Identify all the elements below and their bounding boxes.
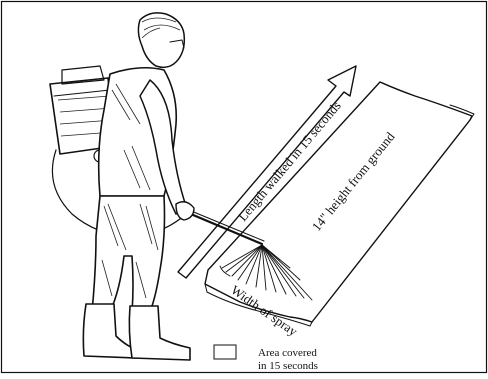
person-spraying: [83, 13, 194, 360]
legend-swatch: [214, 345, 236, 359]
legend-line-2: in 15 seconds: [258, 360, 318, 372]
legend-line-1: Area covered: [258, 347, 317, 359]
